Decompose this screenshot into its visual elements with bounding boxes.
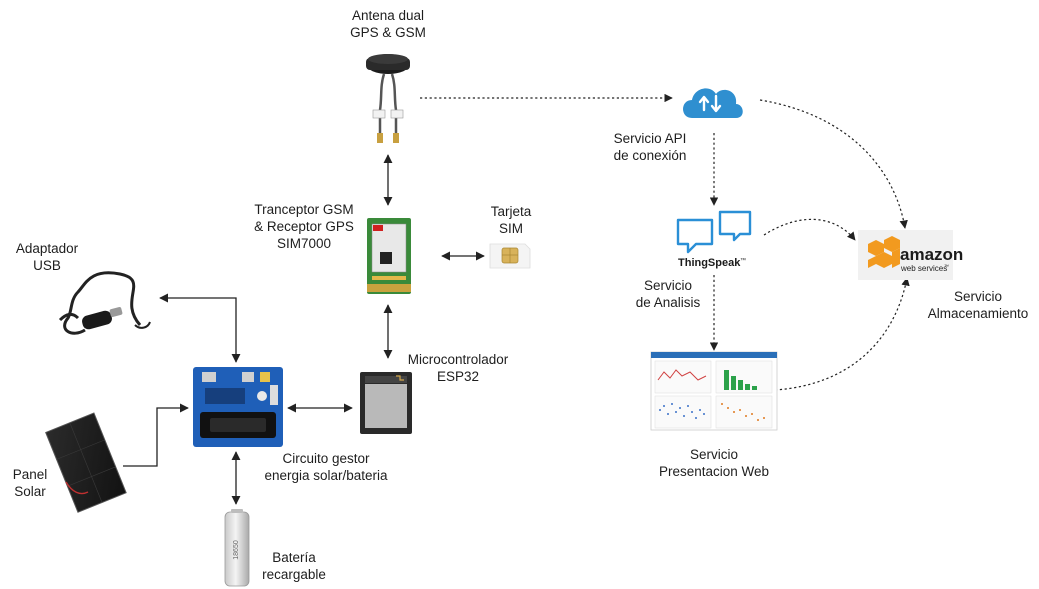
usb-car-adapter-icon [58, 271, 151, 335]
arrow-api-storage [759, 99, 908, 229]
thingspeak-wordmark: ThingSpeak [678, 257, 741, 269]
web-label-line-2: Presentacion Web [658, 464, 770, 479]
solar-label: Panel Solar [2, 466, 58, 500]
thingspeak-tm: ™ [740, 257, 746, 264]
thingspeak-logo-icon: ThingSpeak ™ [676, 210, 752, 269]
cloud-connectors [420, 93, 910, 391]
storage-label: Servicio Almacenamiento [918, 288, 1038, 322]
web-label-line-1: Servicio [689, 447, 738, 462]
esp32-chip-icon [360, 372, 412, 434]
transceiver-label: Tranceptor GSM & Receptor GPS SIM7000 [248, 201, 360, 252]
connectors [123, 154, 485, 505]
storage-label-line-1: Servicio [953, 289, 1002, 304]
antenna-label: Antena dual GPS & GSM [338, 7, 438, 41]
power-label-line-1: Circuito gestor [282, 451, 370, 466]
aws-wordmark: amazon [900, 245, 963, 264]
arrow-adapter-power [159, 293, 241, 363]
api-label-line-2: de conexión [613, 148, 687, 163]
battery-icon: 18650 [224, 509, 250, 587]
battery-label: Batería recargable [252, 549, 336, 583]
analysis-label-line-2: de Analisis [635, 295, 701, 310]
arrow-analysis-storage [763, 218, 856, 241]
solar-label-line-1: Panel [12, 467, 48, 482]
mcu-label: Microcontrolador ESP32 [396, 351, 520, 385]
api-label-line-1: Servicio API [613, 131, 687, 146]
api-label: Servicio API de conexión [600, 130, 700, 164]
adapter-label: Adaptador USB [2, 240, 92, 274]
mcu-label-line-1: Microcontrolador [407, 352, 509, 367]
antenna-label-line-1: Antena dual [351, 8, 425, 23]
cloud-sync-icon [683, 88, 743, 118]
arrow-web-storage [774, 277, 910, 391]
mcu-label-line-2: ESP32 [436, 369, 480, 384]
power-board-icon [193, 367, 283, 447]
transceiver-label-line-1: Tranceptor GSM [254, 202, 354, 217]
arrow-solar-power [123, 403, 189, 467]
battery-label-line-2: recargable [262, 567, 326, 582]
sim-card-icon [489, 243, 531, 269]
sim-label-line-2: SIM [498, 221, 523, 236]
aws-tm: ™ [944, 264, 949, 270]
transceiver-label-line-2: & Receptor GPS [254, 219, 354, 234]
sim-label-line-1: Tarjeta [490, 204, 532, 219]
power-label: Circuito gestor energia solar/bateria [252, 450, 400, 484]
adapter-label-line-1: Adaptador [15, 241, 79, 256]
adapter-label-line-2: USB [33, 258, 61, 273]
aws-subtitle: web services [900, 264, 947, 273]
amazon-web-services-logo-icon: amazon web services ™ [858, 230, 963, 280]
storage-label-line-2: Almacenamiento [927, 306, 1029, 321]
sim-label: Tarjeta SIM [478, 203, 544, 237]
solar-label-line-2: Solar [14, 484, 46, 499]
battery-label-line-1: Batería [272, 550, 316, 565]
solar-panel-icon [45, 412, 127, 513]
web-label: Servicio Presentacion Web [646, 446, 782, 480]
antenna-label-line-2: GPS & GSM [350, 25, 426, 40]
dashboard-screenshot-icon [650, 351, 778, 431]
analysis-label: Servicio de Analisis [622, 277, 714, 311]
power-label-line-2: energia solar/bateria [264, 468, 388, 483]
antenna-icon [366, 54, 410, 143]
battery-text: 18650 [233, 540, 240, 560]
transceiver-label-line-3: SIM7000 [276, 236, 332, 251]
gsm-module-icon [367, 218, 411, 294]
analysis-label-line-1: Servicio [643, 278, 692, 293]
